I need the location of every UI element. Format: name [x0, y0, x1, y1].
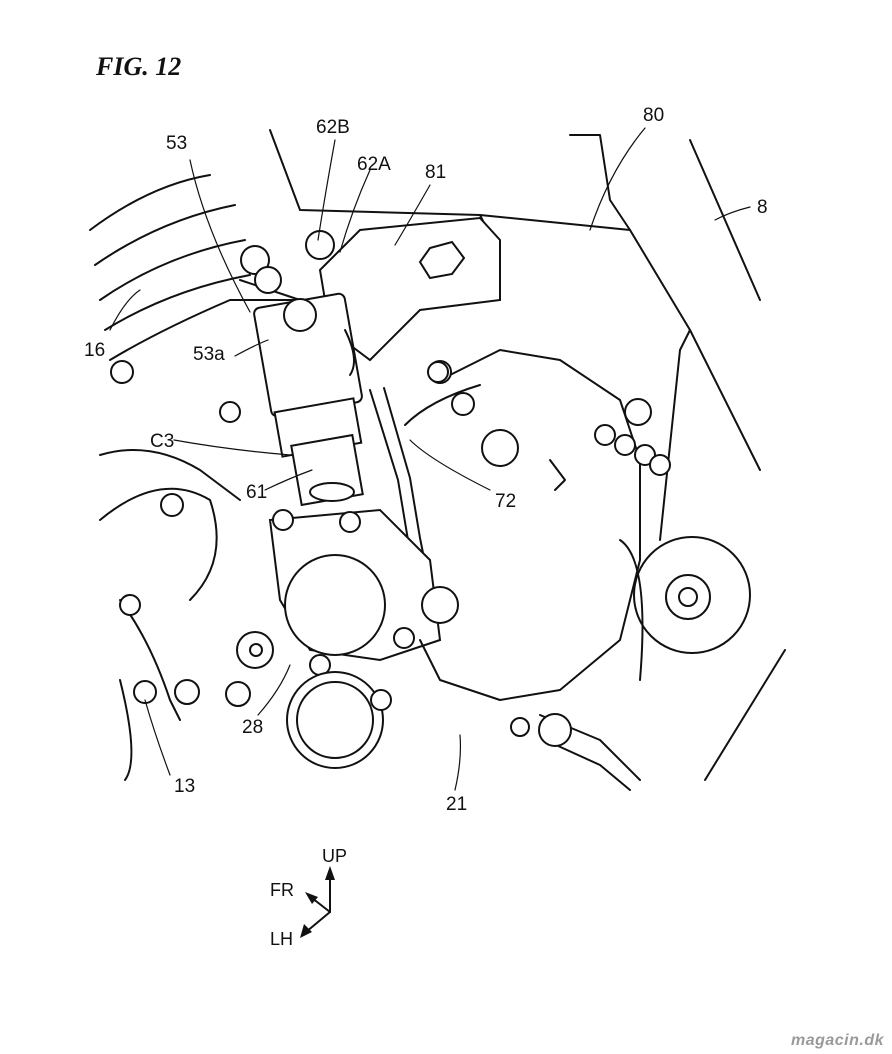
ref-16: 16	[84, 341, 105, 360]
figure-title: FIG. 12	[96, 52, 181, 82]
housing-21	[420, 350, 651, 700]
ref-C3: C3	[150, 432, 174, 451]
orientation-up-label: UP	[322, 847, 347, 865]
orientation-arrows	[300, 866, 335, 938]
ref-61: 61	[246, 483, 267, 502]
ref-53: 53	[166, 134, 187, 153]
orientation-left-label: LH	[270, 930, 293, 948]
ref-72: 72	[495, 492, 516, 511]
shift-rod	[511, 714, 640, 790]
ref-80: 80	[643, 106, 664, 125]
ref-53a: 53a	[193, 345, 225, 364]
ref-62A: 62A	[357, 155, 391, 174]
ref-21: 21	[446, 795, 467, 814]
spring-coils	[90, 175, 250, 330]
oil-ring	[287, 672, 383, 768]
ref-13: 13	[174, 777, 195, 796]
orientation-front-label: FR	[270, 881, 294, 899]
ref-81: 81	[425, 163, 446, 182]
ref-8: 8	[757, 198, 768, 217]
drive-chain	[595, 425, 670, 475]
ref-28: 28	[242, 718, 263, 737]
watermark: magacin.dk	[791, 1032, 884, 1050]
ref-62B: 62B	[316, 118, 350, 137]
